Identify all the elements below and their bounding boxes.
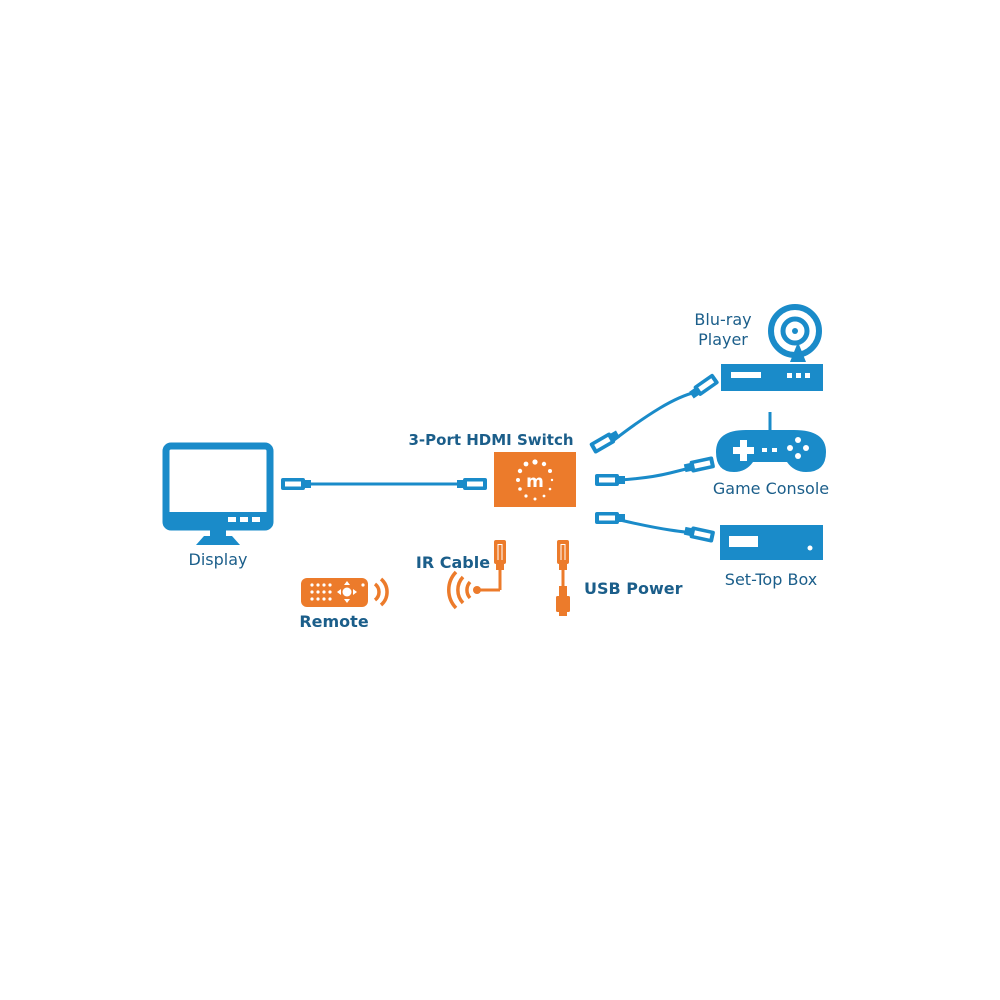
display-hdmi-cable	[281, 478, 487, 490]
bluray-label-line1: Blu-ray	[694, 310, 751, 329]
bluray-player-icon	[721, 304, 823, 391]
hdmi-switch-icon: m	[494, 452, 576, 507]
settop-hdmi-cable	[595, 512, 716, 543]
logo-dots-icon	[516, 459, 554, 501]
game-console-label: Game Console	[713, 479, 829, 498]
ir-cable-label: IR Cable	[416, 553, 490, 572]
bluray-label-line2: Player	[698, 330, 748, 349]
switch-logo-letter: m	[526, 472, 544, 492]
usb-power-cable	[556, 540, 570, 616]
settop-label: Set-Top Box	[725, 570, 817, 589]
settop-box-icon	[720, 525, 823, 560]
gamepad-icon	[716, 412, 826, 472]
ir-cable	[473, 540, 506, 594]
bluray-hdmi-cable	[589, 373, 720, 455]
game-console-hdmi-cable	[595, 456, 716, 486]
usb-plug-icon	[556, 586, 570, 616]
switch-title: 3-Port HDMI Switch	[408, 431, 573, 449]
ir-receiver-icon	[447, 570, 472, 610]
usb-power-label: USB Power	[584, 579, 683, 598]
monitor-icon	[162, 442, 274, 545]
remote-label: Remote	[299, 612, 368, 631]
remote-control-icon	[301, 577, 389, 607]
display-label: Display	[189, 550, 248, 569]
